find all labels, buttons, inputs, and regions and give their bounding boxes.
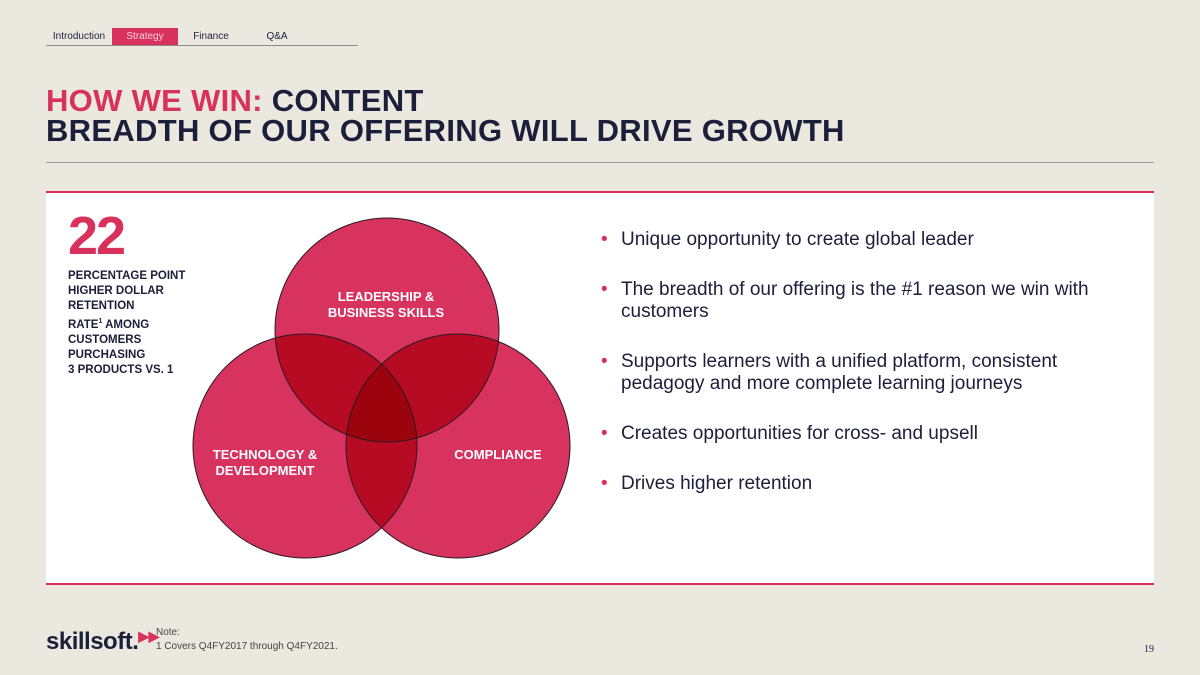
section-nav: Introduction Strategy Finance Q&A xyxy=(46,28,358,46)
venn-label-compliance: COMPLIANCE xyxy=(454,447,542,462)
bullet-list: Unique opportunity to create global lead… xyxy=(601,229,1101,523)
page-title: HOW WE WIN: CONTENT BREADTH OF OUR OFFER… xyxy=(46,83,845,148)
bullet-item: Unique opportunity to create global lead… xyxy=(601,229,1101,251)
divider xyxy=(46,162,1154,163)
venn-circle-compliance xyxy=(346,334,570,558)
venn-label-technology: TECHNOLOGY &DEVELOPMENT xyxy=(212,447,318,478)
page-number: 19 xyxy=(1144,644,1154,655)
stat-value: 22 xyxy=(68,206,126,266)
play-arrows-icon: ▶▶ xyxy=(138,628,159,644)
tab-qa[interactable]: Q&A xyxy=(266,31,288,42)
tab-introduction[interactable]: Introduction xyxy=(52,31,106,42)
bullet-item: Creates opportunities for cross- and ups… xyxy=(601,423,1101,445)
tab-finance[interactable]: Finance xyxy=(193,31,229,42)
title-line2: BREADTH OF OUR OFFERING WILL DRIVE GROWT… xyxy=(46,113,845,148)
title-rest: CONTENT xyxy=(262,83,424,118)
bullet-item: Drives higher retention xyxy=(601,473,1101,495)
venn-label-leadership: LEADERSHIP &BUSINESS SKILLS xyxy=(327,289,445,320)
venn-diagram xyxy=(192,217,571,559)
bullet-item: The breadth of our offering is the #1 re… xyxy=(601,279,1101,323)
bullet-item: Supports learners with a unified platfor… xyxy=(601,351,1101,395)
footnote: Note:1 Covers Q4FY2017 through Q4FY2021. xyxy=(156,627,338,652)
skillsoft-logo: skillsoft.▶▶ xyxy=(46,628,159,655)
title-prefix: HOW WE WIN: xyxy=(46,83,263,118)
tab-strategy[interactable]: Strategy xyxy=(112,28,178,45)
